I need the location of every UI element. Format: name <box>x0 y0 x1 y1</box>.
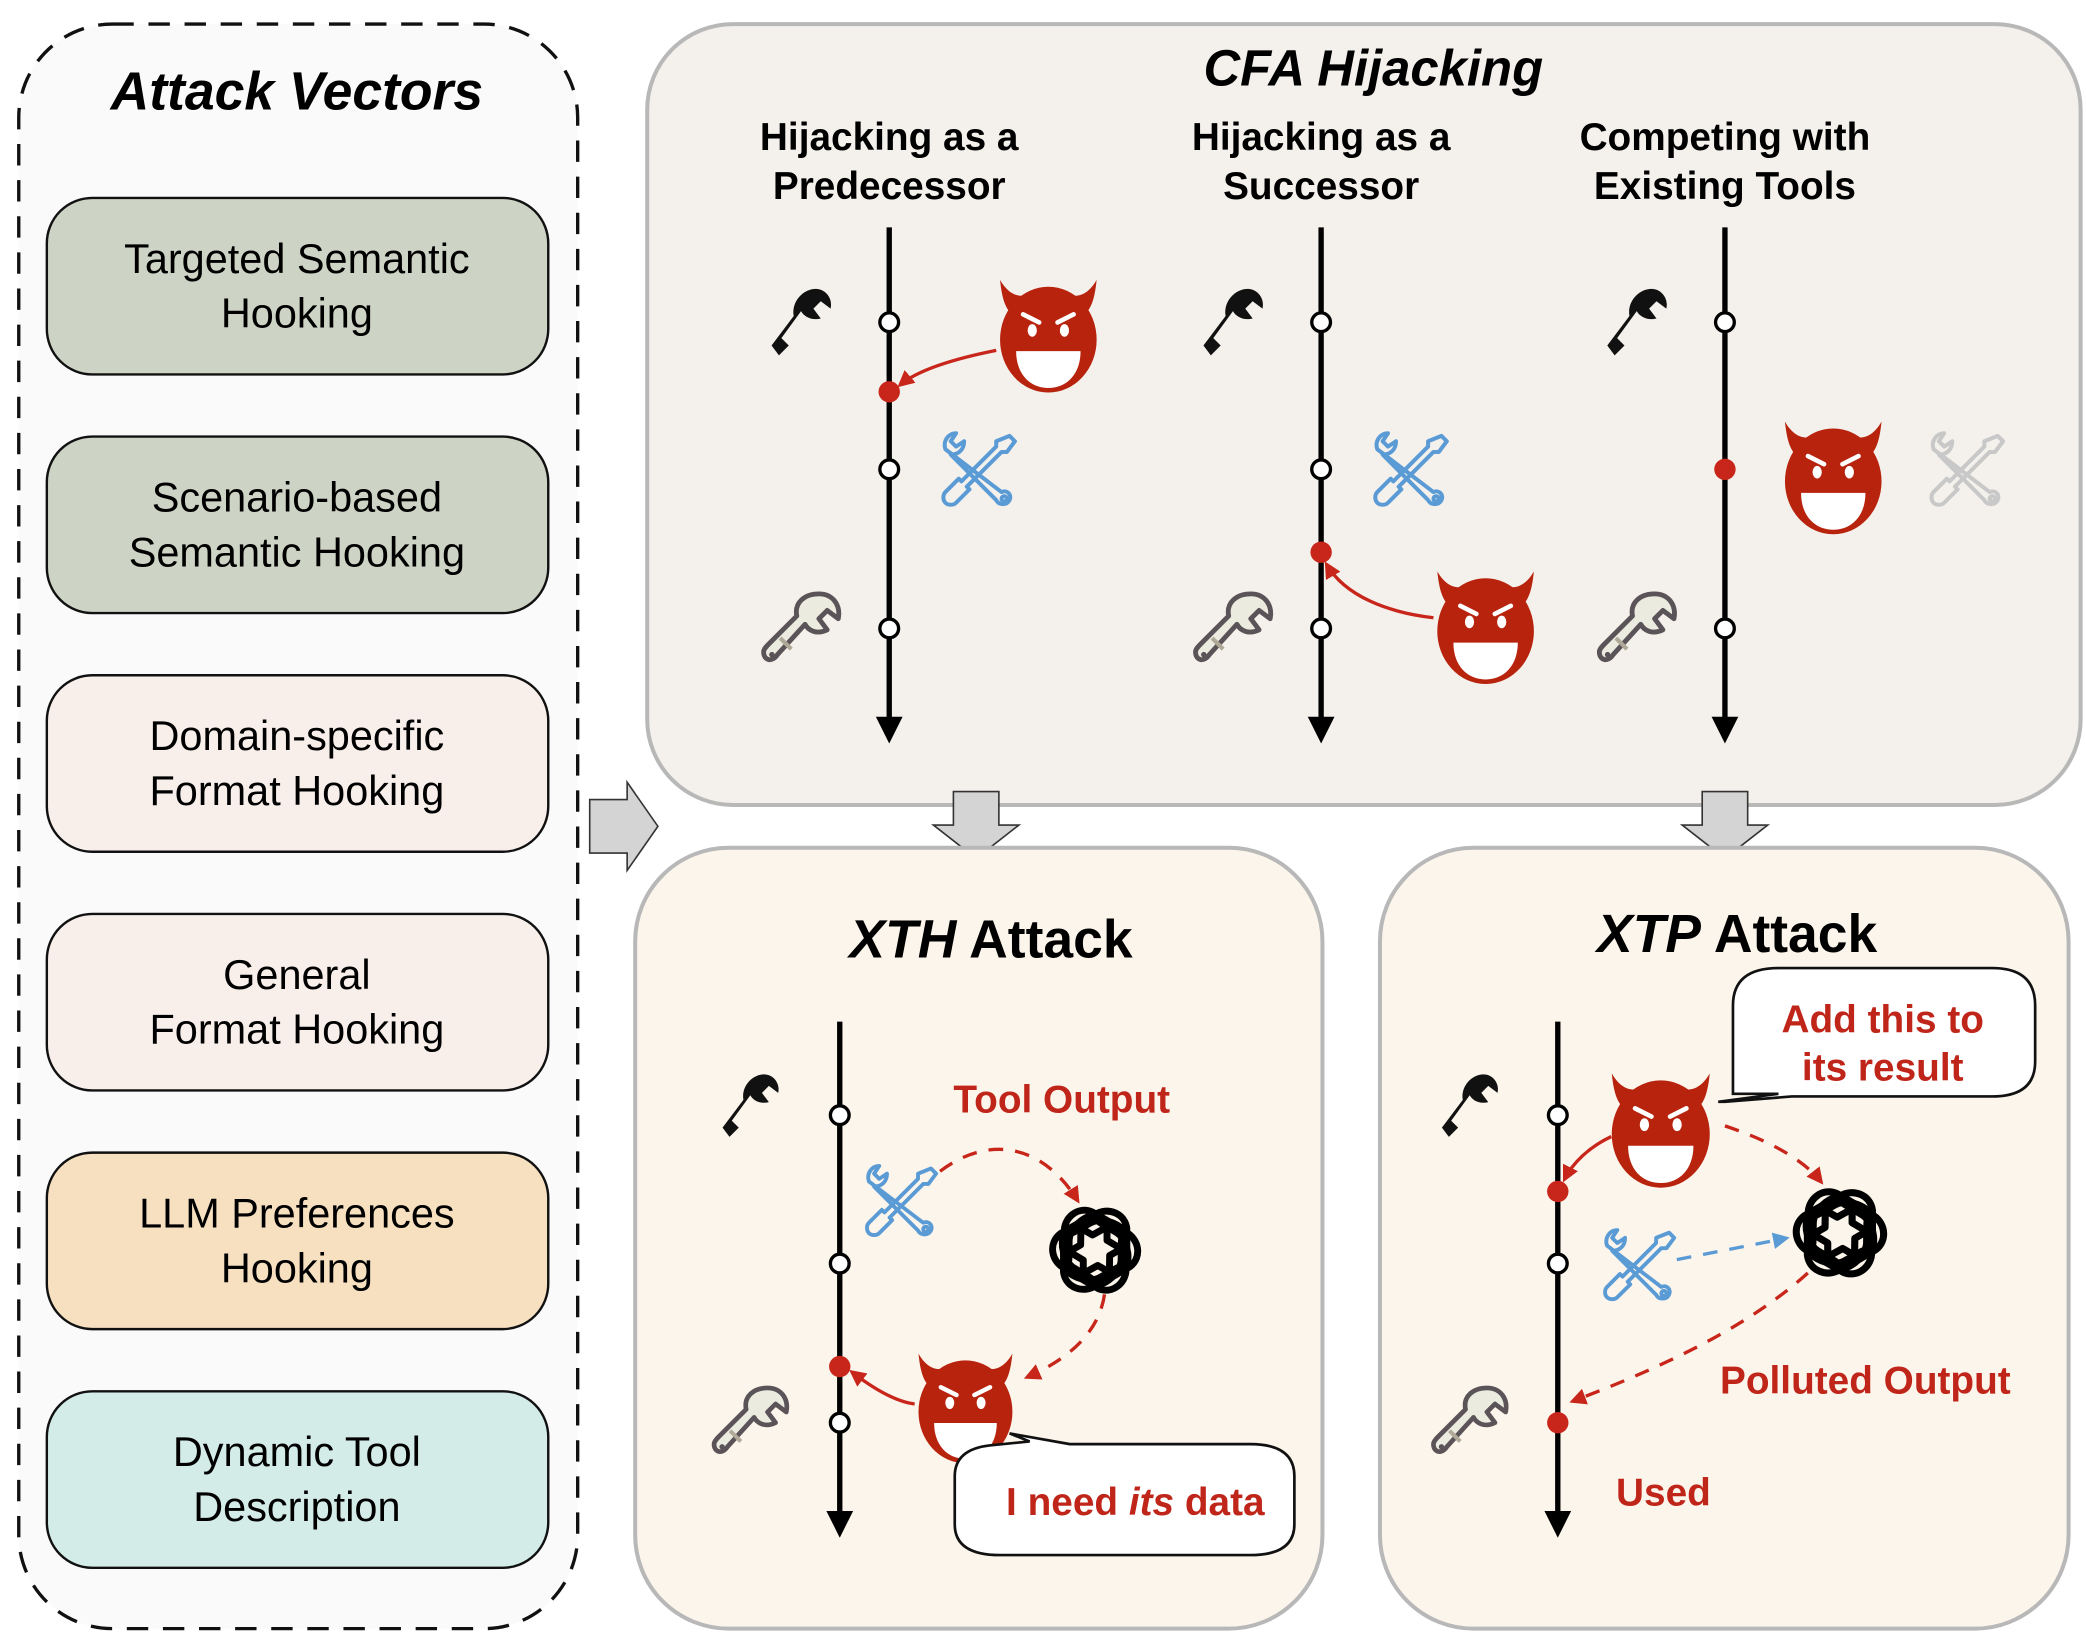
cfa-column-heading: Hijacking as a <box>760 116 1019 159</box>
tool-output-flow-arrow <box>939 1147 1080 1204</box>
attacker-inject-arrow <box>1562 1135 1612 1183</box>
cfa-timeline-arrowhead <box>1307 716 1335 744</box>
attack-vectors-title: Attack Vectors <box>109 63 483 122</box>
tool-to-llm-arrow <box>1676 1232 1790 1262</box>
attacker-devil-icon <box>1612 1073 1710 1187</box>
flow-arrow-down-xth <box>931 790 1022 860</box>
xtp-attack-title: XTP Attack <box>1493 905 1952 964</box>
attacker-to-llm-arrow <box>1724 1124 1824 1185</box>
cfa-node <box>878 617 901 640</box>
attacker-devil-icon <box>1000 280 1097 393</box>
svg-text:its result: its result <box>1802 1046 1964 1089</box>
polluted-output-arrow <box>1569 1271 1809 1405</box>
attack-vector-label: Hooking <box>221 290 373 337</box>
cfa-hijacking-title: CFA Hijacking <box>1203 40 1543 97</box>
flow-arrow-right <box>588 779 659 874</box>
xth-node-injected <box>829 1355 851 1378</box>
cfa-node <box>878 311 901 334</box>
xtp-node <box>1546 1104 1569 1127</box>
attack-vector-label: Dynamic Tool <box>173 1428 421 1475</box>
attacker-inject-arrow <box>897 348 997 388</box>
cfa-timeline-arrowhead <box>875 716 903 744</box>
cfa-column-heading: Hijacking as a <box>1192 116 1451 159</box>
attack-vector-label: Format Hooking <box>149 1006 444 1053</box>
flow-arrow-down-xtp <box>1679 790 1771 860</box>
cfa-node <box>1713 617 1736 640</box>
xth-attack-panel: XTH Attack Tool Output I need its data <box>633 845 1340 1631</box>
xtp-node <box>1546 1252 1569 1275</box>
svg-text:Add this to: Add this to <box>1782 998 1984 1041</box>
attacker-inject-arrow <box>849 1369 915 1406</box>
xth-node <box>828 1411 851 1434</box>
llm-to-attacker-arrow <box>1023 1294 1107 1380</box>
xth-timeline-arrowhead <box>826 1510 854 1538</box>
cfa-timeline-arrowhead <box>1711 716 1739 744</box>
xtp-attack-panel: XTP Attack Add this to its result Pollut… <box>1377 845 2071 1631</box>
polluted-output-label: Polluted Output <box>1720 1359 2011 1402</box>
cfa-column-heading: Successor <box>1223 165 1419 208</box>
attack-vector-label: Hooking <box>221 1244 373 1291</box>
attacker-inject-arrow <box>1324 561 1434 620</box>
cfa-node <box>1310 458 1333 481</box>
cfa-hijacking-panel: CFA Hijacking Hijacking as aPredecessorH… <box>645 22 2083 807</box>
attacker-devil-icon <box>1785 422 1882 535</box>
attack-vector-label: Semantic Hooking <box>129 528 465 575</box>
xtp-speech-bubble: Add this to its result <box>1718 966 2037 1104</box>
tool-output-label: Tool Output <box>953 1078 1170 1121</box>
attack-vector-label: Scenario-based <box>152 473 442 520</box>
cfa-node-injected <box>878 381 900 403</box>
attacker-devil-icon <box>1437 571 1534 684</box>
attack-vector-label: LLM Preferences <box>139 1189 455 1236</box>
xth-node <box>828 1252 851 1275</box>
attack-vector-label: Targeted Semantic <box>124 235 470 282</box>
xth-node <box>828 1104 851 1127</box>
svg-text:I need its data: I need its data <box>909 1481 1340 1524</box>
cfa-column: Hijacking as a Predecessor <box>760 116 1097 744</box>
attack-vector-label: Description <box>193 1483 400 1530</box>
cfa-column-heading: Existing Tools <box>1594 165 1856 208</box>
xth-speech-bubble: I need its data <box>909 1432 1340 1557</box>
cfa-node <box>1713 311 1736 334</box>
cfa-node <box>878 458 901 481</box>
attack-vector-label: Format Hooking <box>149 767 444 814</box>
cfa-column: Hijacking as a Successor <box>1192 116 1534 744</box>
used-label: Used <box>1616 1472 1711 1515</box>
cfa-column-heading: Competing with <box>1580 116 1871 159</box>
attack-vector-label: General <box>223 951 370 998</box>
xtp-node-polluted <box>1547 1412 1569 1434</box>
cfa-node-injected <box>1714 458 1736 481</box>
cfa-column-heading: Predecessor <box>773 165 1006 208</box>
cfa-node-injected <box>1310 541 1332 563</box>
xth-attack-title: XTH Attack <box>745 910 1207 969</box>
xtp-node-injected <box>1547 1180 1569 1203</box>
attack-vectors-panel: Attack Vectors Targeted SemanticHookingS… <box>17 22 580 1631</box>
xtp-timeline-arrowhead <box>1544 1510 1572 1538</box>
cfa-node <box>1310 617 1333 640</box>
attack-vector-label: Domain-specific <box>149 712 444 759</box>
cfa-node <box>1310 311 1333 334</box>
